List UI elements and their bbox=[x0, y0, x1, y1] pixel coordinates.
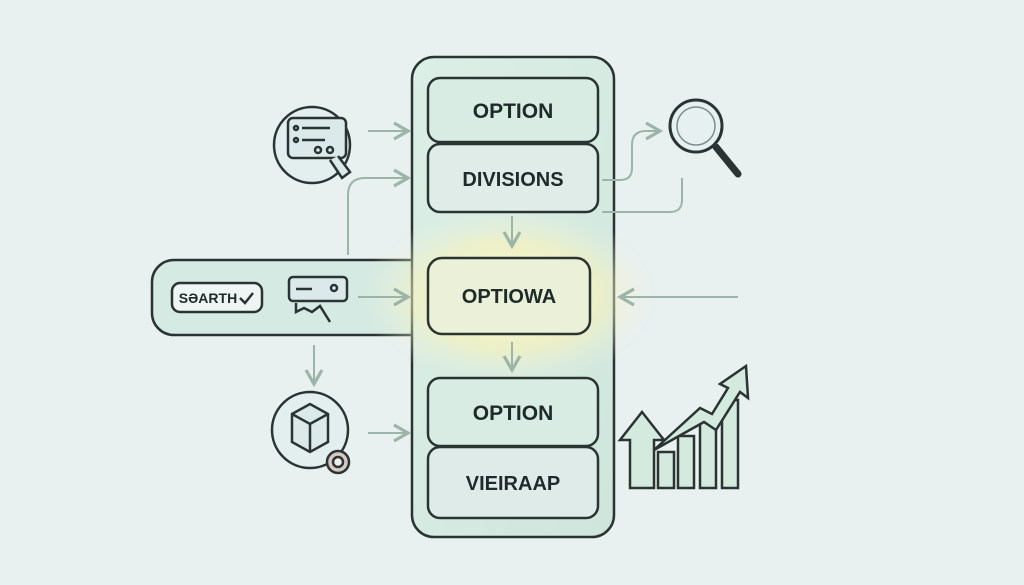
menu-item-optiowa-highlighted[interactable]: OPTIOWA bbox=[426, 256, 592, 336]
check-icon bbox=[239, 292, 254, 305]
connector-arrows bbox=[304, 121, 738, 443]
arrow-right-icon bbox=[602, 121, 664, 181]
menu-item-label: OPTIOWA bbox=[462, 286, 556, 308]
box-settings-icon bbox=[270, 390, 351, 475]
search-pill[interactable]: SƏARTH bbox=[170, 281, 264, 314]
menu-item-label: DIVISIONS bbox=[462, 169, 563, 191]
menu-item-option-2[interactable]: OPTION bbox=[426, 376, 600, 448]
search-icon bbox=[668, 98, 742, 178]
menu-item-option-1[interactable]: OPTION bbox=[426, 76, 600, 144]
connector-line bbox=[602, 178, 683, 213]
menu-item-vieiraap[interactable]: VIEIRAAP bbox=[426, 445, 600, 520]
menu-item-divisions[interactable]: DIVISIONS bbox=[426, 142, 600, 214]
arrow-right-icon bbox=[347, 168, 412, 255]
device-hand-icon bbox=[287, 275, 349, 323]
growth-chart-icon bbox=[617, 363, 750, 490]
checklist-touch-icon bbox=[272, 105, 352, 185]
menu-item-label: OPTION bbox=[473, 100, 554, 123]
menu-item-label: VIEIRAAP bbox=[466, 473, 560, 495]
menu-item-label: OPTION bbox=[473, 402, 554, 425]
search-pill-label: SƏARTH bbox=[179, 290, 237, 306]
